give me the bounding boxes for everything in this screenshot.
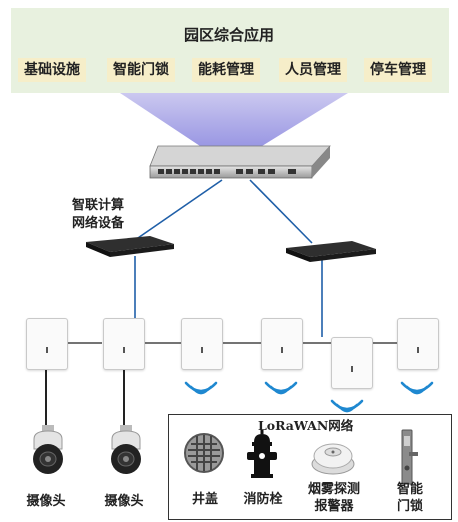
app-infrastructure: 基础设施 — [18, 58, 86, 82]
lock-label-line1: 智能 — [396, 482, 423, 497]
signal-icon-3 — [330, 399, 364, 413]
signal-icon-2 — [264, 381, 298, 395]
uplink-lines — [134, 179, 323, 337]
gateway-label-line2: 网络设备 — [72, 216, 125, 231]
app-personnel: 人员管理 — [279, 58, 347, 82]
beam-shape — [120, 93, 348, 146]
smoke-detector-icon — [311, 443, 355, 475]
page-title: 园区综合应用 — [183, 26, 274, 44]
access-point-6 — [397, 318, 439, 370]
smoke-label-line2: 报警器 — [314, 499, 354, 514]
camera-label-1: 摄像头 — [26, 494, 66, 509]
signal-icons — [184, 381, 434, 413]
gateway-left-icon — [86, 236, 174, 257]
smoke-label-line1: 烟雾探测 — [307, 482, 360, 497]
camera-label-2: 摄像头 — [104, 494, 144, 509]
core-switch-icon — [149, 145, 331, 179]
lock-label-line2: 门锁 — [396, 499, 423, 514]
manhole-cover-icon — [184, 433, 224, 473]
app-energy: 能耗管理 — [192, 58, 260, 82]
access-point-1 — [26, 318, 68, 370]
smart-lock-icon — [401, 429, 418, 485]
gateway-label-line1: 智联计算 — [72, 198, 125, 213]
access-point-3 — [181, 318, 223, 370]
lorawan-title: LoRaWAN网络 — [258, 418, 354, 433]
gateway-right-icon — [286, 241, 376, 262]
camera-icon — [111, 425, 141, 474]
access-point-4 — [261, 318, 303, 370]
camera-icon — [33, 425, 63, 474]
access-point-5 — [331, 337, 373, 389]
signal-icon-1 — [184, 381, 218, 395]
hydrant-label: 消防栓 — [243, 492, 283, 507]
app-parking: 停车管理 — [364, 58, 432, 82]
fire-hydrant-icon — [247, 430, 277, 478]
app-smart-lock: 智能门锁 — [107, 58, 175, 82]
signal-icon-4 — [400, 381, 434, 395]
access-point-2 — [103, 318, 145, 370]
camera-link-lines — [45, 368, 125, 430]
manhole-label: 井盖 — [191, 492, 218, 507]
